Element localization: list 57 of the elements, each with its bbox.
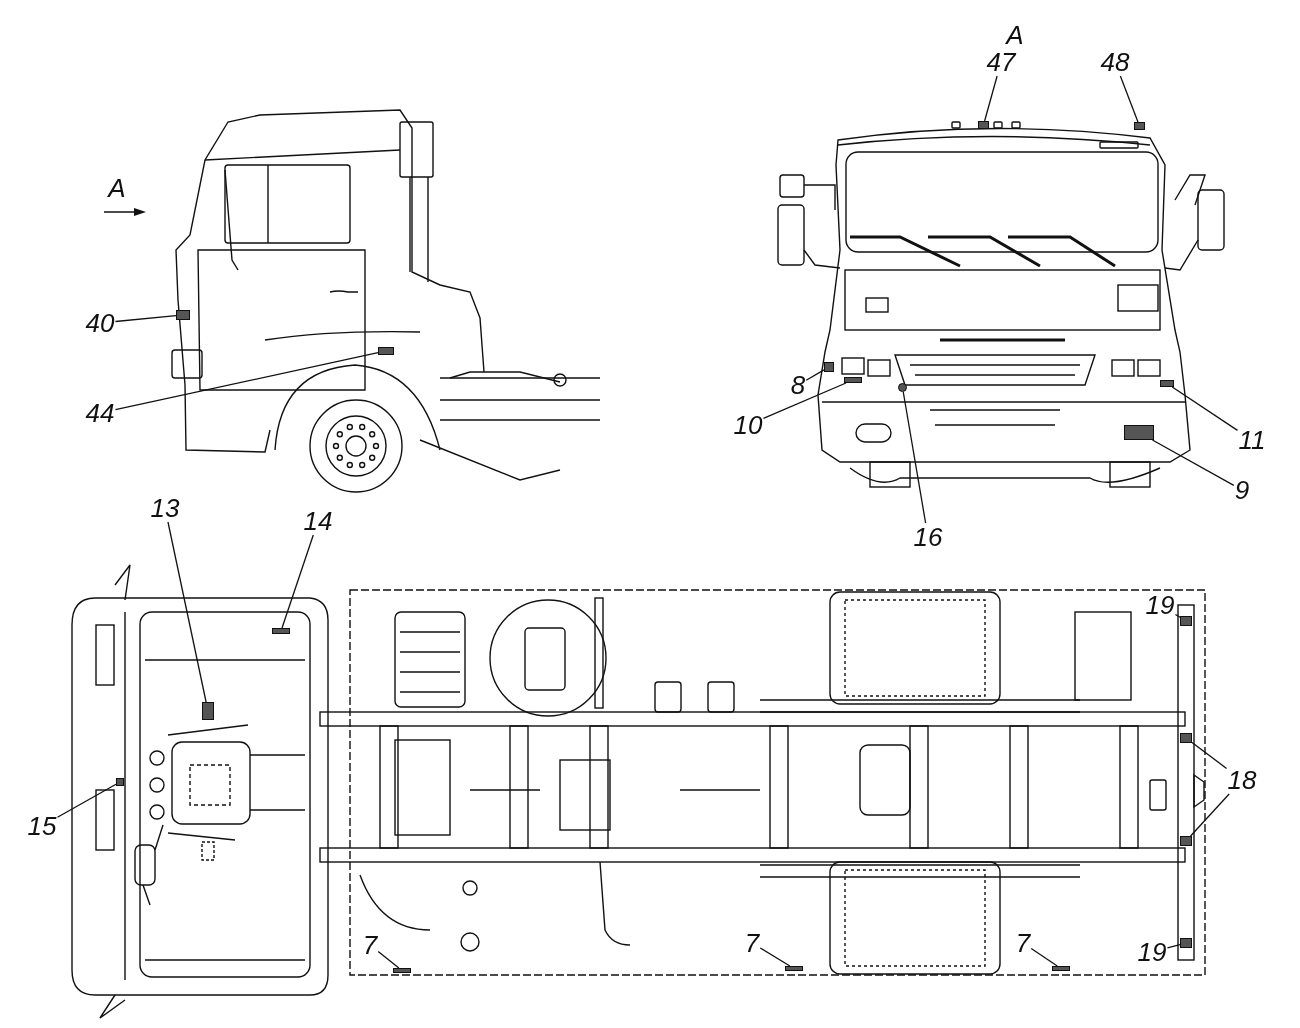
leader-line bbox=[1166, 943, 1181, 949]
leader-line bbox=[1191, 741, 1228, 770]
leader-line bbox=[56, 783, 117, 818]
rear-lamp bbox=[1180, 836, 1192, 846]
leader-line bbox=[281, 534, 314, 629]
side-lamp bbox=[176, 310, 190, 320]
fog-lamp bbox=[1124, 425, 1154, 440]
headlight-lamp bbox=[1160, 380, 1174, 387]
headlight-lamp bbox=[844, 377, 862, 383]
callout-number: 7 bbox=[743, 929, 761, 957]
roof-lamp bbox=[978, 121, 989, 129]
leader-line bbox=[759, 947, 791, 967]
callout-number: 7 bbox=[1014, 929, 1032, 957]
leader-line bbox=[983, 75, 998, 122]
headlight-lamp bbox=[824, 362, 834, 372]
leader-line bbox=[805, 369, 825, 381]
leader-line bbox=[902, 391, 927, 524]
leader-line bbox=[377, 950, 400, 969]
side-lamp bbox=[393, 968, 411, 973]
callout-number: 40 bbox=[84, 309, 116, 337]
callout-number: 47 bbox=[985, 48, 1017, 76]
callout-number: 19 bbox=[1144, 591, 1176, 619]
rear-lamp bbox=[1180, 616, 1192, 626]
callout-number: 10 bbox=[732, 411, 764, 439]
switch-part bbox=[116, 778, 124, 786]
leader-line bbox=[1119, 75, 1139, 123]
callout-number: 13 bbox=[149, 494, 181, 522]
callout-number: 9 bbox=[1233, 476, 1251, 504]
leader-line bbox=[167, 521, 207, 703]
leader-line bbox=[1171, 386, 1239, 431]
leader-line bbox=[114, 315, 177, 323]
sensor-part bbox=[898, 383, 907, 392]
leader-line bbox=[1151, 439, 1235, 487]
side-lamp bbox=[1052, 966, 1070, 971]
callout-number: 8 bbox=[789, 371, 807, 399]
rear-lamp bbox=[1180, 938, 1192, 948]
callout-number: 48 bbox=[1099, 48, 1131, 76]
leader-line bbox=[1030, 947, 1058, 967]
side-lamp bbox=[378, 347, 394, 355]
callout-number: 19 bbox=[1136, 938, 1168, 966]
callout-number: 11 bbox=[1237, 426, 1267, 454]
callout-number: 7 bbox=[361, 931, 379, 959]
view-label: A bbox=[107, 174, 127, 202]
callout-number: 44 bbox=[84, 399, 116, 427]
callout-number: 16 bbox=[912, 523, 944, 551]
leader-line bbox=[114, 352, 379, 411]
callout-number: 14 bbox=[302, 507, 334, 535]
view-label: A bbox=[1005, 21, 1025, 49]
roof-hatch-part bbox=[202, 702, 214, 720]
leader-line bbox=[762, 382, 847, 419]
rear-lamp bbox=[1180, 733, 1192, 743]
side-lamp bbox=[785, 966, 803, 971]
roof-lamp bbox=[1134, 122, 1145, 130]
callout-number: 18 bbox=[1226, 766, 1258, 794]
leader-line bbox=[1174, 613, 1181, 618]
callout-number: 15 bbox=[26, 812, 58, 840]
lamp-part bbox=[272, 628, 290, 634]
